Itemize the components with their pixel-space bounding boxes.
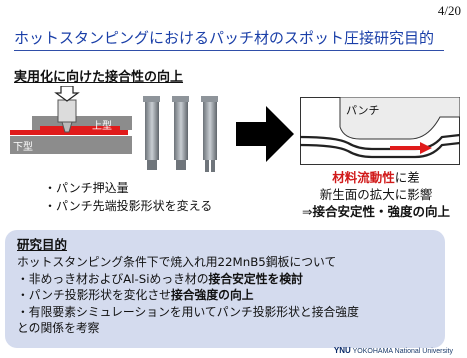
logo-text: YOKOHAMA National University (352, 348, 453, 355)
punch-body (57, 99, 77, 123)
purpose-line-2b: 接合安定性を検討 (208, 271, 303, 286)
page-number: 4/20 (437, 3, 461, 18)
sheet-top-line (300, 133, 460, 151)
effect-line-2: 新生面の拡大に影響 (319, 187, 433, 202)
material-flow-text: 材料流動性 (332, 170, 395, 185)
sheet-bottom-line (300, 141, 460, 159)
down-arrow-icon (54, 86, 80, 102)
punch-shapes-figure (143, 96, 218, 172)
research-purpose-lines: ホットスタンピング条件下で焼入れ用22MnB5鋼板について ・非めっき材およびA… (17, 254, 359, 337)
upper-die-label: 上型 (92, 121, 112, 132)
effect-text: 材料流動性に差 新生面の拡大に影響 ⇒接合安定性・強度の向上 (286, 169, 466, 220)
purpose-line-3b: 接合強度の向上 (170, 288, 254, 302)
slide-title: ホットスタンピングにおけるパッチ材のスポット圧接研究目的 (14, 29, 435, 47)
section-subtitle: 実用化に向けた接合性の向上 (14, 70, 184, 85)
cross-section-figure (300, 97, 460, 165)
purpose-line-3a: ・パンチ投影形状を変化させ (17, 288, 171, 302)
purpose-line-5: との関係を考察 (17, 321, 100, 335)
punch-1 (143, 96, 160, 170)
die-schematic-figure (10, 86, 132, 154)
bullet-punch-shape: ・パンチ先端投影形状を変える (44, 199, 213, 213)
purpose-line-2a: ・非めっき材およびAl-Siめっき材の (17, 271, 209, 286)
punch-profile (339, 97, 460, 140)
punch-tip (61, 121, 73, 133)
effect-line-1-rest: に差 (394, 170, 420, 185)
punch-2 (172, 96, 189, 170)
punch-3 (201, 96, 218, 172)
implies-arrow: ⇒ (302, 204, 313, 219)
effect-line-3-bold: 接合安定性・強度の向上 (312, 204, 450, 219)
effect-line-1: 材料流動性に差 (286, 169, 466, 186)
sheet-upper (40, 126, 120, 132)
purpose-line-3: ・パンチ投影形状を変化させ接合強度の向上 (17, 287, 359, 304)
research-purpose-heading: 研究目的 (17, 237, 68, 252)
purpose-line-4: ・有限要素シミュレーションを用いてパンチ投影形状と接合強度 (17, 304, 359, 319)
research-purpose-box (5, 230, 445, 348)
bullet-punch-depth: ・パンチ押込量 (44, 181, 129, 195)
title-divider (14, 50, 444, 51)
lower-die-label: 下型 (13, 142, 33, 153)
purpose-line-2: ・非めっき材およびAl-Siめっき材の接合安定性を検討 (17, 271, 359, 288)
flow-arrow-head-icon (420, 142, 432, 154)
logo-mark: YNU (333, 346, 351, 355)
punch-label: パンチ (346, 104, 380, 117)
effect-line-3: ⇒接合安定性・強度の向上 (286, 203, 466, 220)
purpose-line-1: ホットスタンピング条件下で焼入れ用22MnB5鋼板について (17, 255, 337, 269)
right-arrow-icon (236, 106, 294, 162)
lower-die (10, 136, 132, 154)
university-logo: YNU YOKOHAMA National University (334, 346, 453, 355)
